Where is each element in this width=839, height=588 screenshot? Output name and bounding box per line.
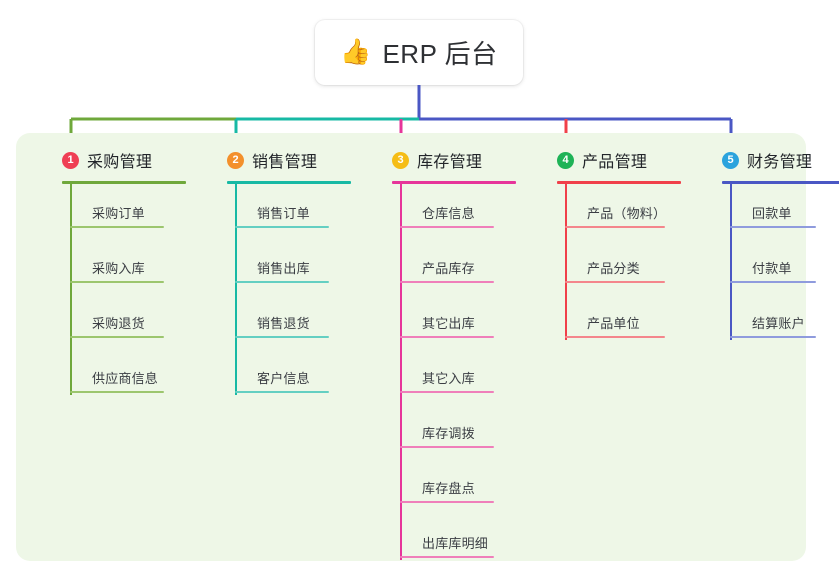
leaf-node-label: 产品单位: [587, 316, 640, 331]
leaf-node-label: 其它入库: [422, 371, 475, 386]
leaf-node-rule: [400, 226, 494, 228]
leaf-node-label: 回款单: [752, 206, 792, 221]
leaf-node-rule: [730, 226, 816, 228]
leaf-node-rule: [565, 281, 665, 283]
leaf-node[interactable]: 库存调拨: [400, 414, 494, 448]
branch-header-3[interactable]: 3 库存管理: [370, 147, 500, 173]
leaf-node-rule: [400, 391, 494, 393]
leaf-node-label: 结算账户: [752, 316, 805, 331]
branch-number-badge: 3: [392, 151, 409, 169]
leaf-node[interactable]: 采购退货: [70, 304, 164, 338]
root-node-content: 👍 ERP 后台: [340, 34, 497, 71]
leaf-node-label: 库存调拨: [422, 426, 475, 441]
leaf-node-rule: [235, 336, 329, 338]
branch-column-5: 5 财务管理回款单付款单结算账户: [700, 147, 839, 340]
branch-spine: [400, 183, 402, 560]
branch-column-1: 1 采购管理采购订单采购入库采购退货供应商信息: [40, 147, 186, 395]
leaf-node-rule: [70, 391, 164, 393]
branch-header-rule: [62, 181, 186, 184]
leaf-node[interactable]: 供应商信息: [70, 359, 164, 393]
leaf-node[interactable]: 产品单位: [565, 304, 665, 338]
branch-spine: [70, 183, 72, 395]
leaf-node-rule: [70, 226, 164, 228]
leaf-node-rule: [70, 336, 164, 338]
root-node-label: ERP 后台: [382, 39, 498, 69]
leaf-node-label: 其它出库: [422, 316, 475, 331]
leaf-node[interactable]: 客户信息: [235, 359, 329, 393]
branch-title: 库存管理: [417, 154, 483, 171]
leaf-node-rule: [400, 281, 494, 283]
branch-header-2[interactable]: 2 销售管理: [205, 147, 335, 173]
leaf-node-label: 出库库明细: [422, 536, 489, 551]
leaf-node-rule: [565, 336, 665, 338]
leaf-node-rule: [730, 281, 816, 283]
leaf-node[interactable]: 其它入库: [400, 359, 494, 393]
leaf-node-rule: [565, 226, 665, 228]
branch-column-2: 2 销售管理销售订单销售出库销售退货客户信息: [205, 147, 351, 395]
branch-title: 采购管理: [87, 154, 153, 171]
leaf-node[interactable]: 产品（物料）: [565, 194, 667, 228]
leaf-node-rule: [400, 501, 494, 503]
branch-column-4: 4 产品管理产品（物料） 产品分类产品单位: [535, 147, 681, 340]
branch-title: 销售管理: [252, 154, 318, 171]
leaf-node-rule: [400, 336, 494, 338]
leaf-node-rule: [400, 556, 494, 558]
leaf-node[interactable]: 库存盘点: [400, 469, 494, 503]
root-node[interactable]: 👍 ERP 后台: [315, 20, 523, 85]
leaf-node[interactable]: 出库库明细: [400, 524, 494, 558]
leaf-node[interactable]: 仓库信息: [400, 194, 494, 228]
leaf-node-label: 销售订单: [257, 206, 310, 221]
leaf-node-rule: [730, 336, 816, 338]
branch-number-badge: 2: [227, 151, 244, 169]
leaf-node-label: 采购退货: [92, 316, 145, 331]
leaf-node-label: 销售出库: [257, 261, 310, 276]
leaf-node-label: 产品分类: [587, 261, 640, 276]
leaf-node-label: 付款单: [752, 261, 792, 276]
branch-number-badge: 5: [722, 151, 739, 169]
leaf-node-label: 客户信息: [257, 371, 310, 386]
leaf-node[interactable]: 付款单: [730, 249, 816, 283]
leaf-node-label: 采购订单: [92, 206, 145, 221]
leaf-node[interactable]: 回款单: [730, 194, 816, 228]
leaf-node-label: 销售退货: [257, 316, 310, 331]
branch-header-5[interactable]: 5 财务管理: [700, 147, 825, 173]
branch-header-4[interactable]: 4 产品管理: [535, 147, 670, 173]
branch-spine: [730, 183, 732, 340]
branch-number-badge: 4: [557, 151, 574, 169]
branch-number-badge: 1: [62, 151, 79, 169]
leaf-node[interactable]: 产品分类: [565, 249, 665, 283]
branch-title: 财务管理: [747, 154, 813, 171]
branch-spine: [235, 183, 237, 395]
leaf-node-label: 产品（物料）: [587, 206, 667, 221]
branch-header-rule: [557, 181, 681, 184]
branch-header-rule: [722, 181, 839, 184]
leaf-node-label: 库存盘点: [422, 481, 475, 496]
leaf-node[interactable]: 产品库存: [400, 249, 494, 283]
leaf-node-rule: [70, 281, 164, 283]
leaf-node-label: 供应商信息: [92, 371, 159, 386]
leaf-node-rule: [235, 391, 329, 393]
leaf-node[interactable]: 销售出库: [235, 249, 329, 283]
leaf-node-label: 采购入库: [92, 261, 145, 276]
branch-header-1[interactable]: 1 采购管理: [40, 147, 170, 173]
leaf-node[interactable]: 销售退货: [235, 304, 329, 338]
leaf-node[interactable]: 其它出库: [400, 304, 494, 338]
branch-header-rule: [227, 181, 351, 184]
thumbs-up-icon: 👍: [340, 38, 372, 66]
leaf-node[interactable]: 销售订单: [235, 194, 329, 228]
branch-spine: [565, 183, 567, 340]
leaf-node-rule: [235, 226, 329, 228]
branch-panel: 1 采购管理采购订单采购入库采购退货供应商信息 2 销售管理销售订单销售出库销售退货客…: [16, 133, 839, 561]
leaf-node-rule: [400, 446, 494, 448]
branch-title: 产品管理: [582, 154, 648, 171]
leaf-node[interactable]: 结算账户: [730, 304, 816, 338]
branch-column-3: 3 库存管理仓库信息产品库存其它出库其它入库库存调拨库存盘点出库库明细: [370, 147, 516, 560]
leaf-node[interactable]: 采购入库: [70, 249, 164, 283]
leaf-node-label: 仓库信息: [422, 206, 475, 221]
branch-header-rule: [392, 181, 516, 184]
leaf-node-label: 产品库存: [422, 261, 475, 276]
leaf-node[interactable]: 采购订单: [70, 194, 164, 228]
leaf-node-rule: [235, 281, 329, 283]
